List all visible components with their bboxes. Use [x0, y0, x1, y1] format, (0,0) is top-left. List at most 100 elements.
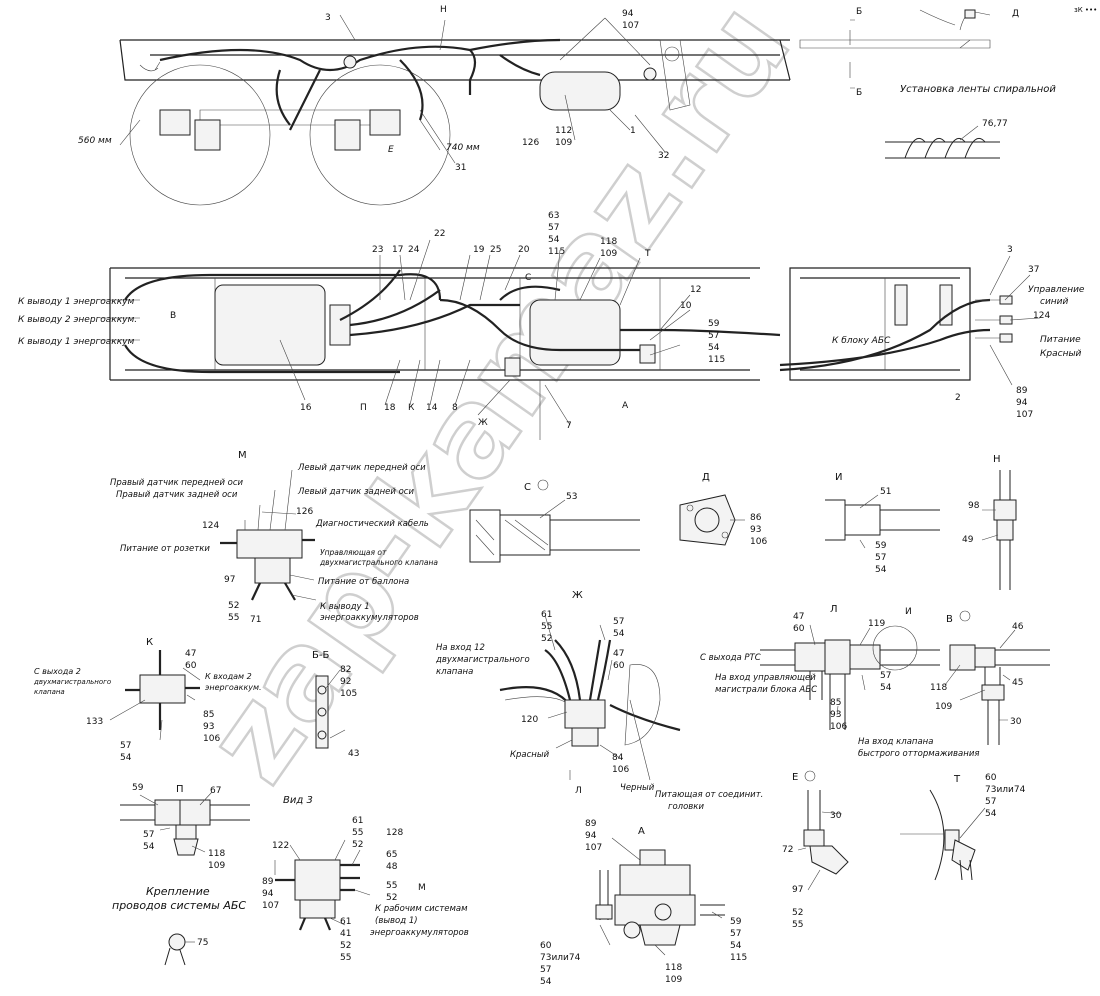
view-l: Л С выхода РТС На вход управляющей магис… — [700, 604, 979, 759]
callout: 75 — [197, 938, 208, 948]
spiral-title: Установка ленты спиральной — [900, 84, 1056, 95]
callout: 47 — [613, 649, 624, 659]
callout: 52 — [340, 941, 351, 951]
callout: 30 — [830, 811, 842, 821]
callout: 118 — [930, 683, 947, 693]
k-label: С выхода 2 — [34, 667, 81, 676]
callout: 43 — [348, 749, 359, 759]
view-m: М Правый датчик передней оси Правый датч… — [110, 450, 438, 625]
dimension-label: 740 мм — [446, 143, 480, 153]
view-bb: Б-Б 82 92 105 43 Вид 3 — [283, 650, 359, 806]
view-d: Д 86 93 106 — [679, 472, 767, 547]
m-label: Управляющая от — [320, 548, 387, 557]
callout: 76,77 — [982, 119, 1008, 129]
callout: 71 — [250, 615, 261, 625]
callout: 60 — [793, 624, 805, 634]
view-letter: А — [638, 826, 645, 837]
view-letter: Д — [1012, 9, 1019, 19]
k-label: клапана — [34, 688, 65, 696]
callout: 55 — [386, 881, 397, 891]
callout: 57 — [730, 929, 741, 939]
abs-mount-title: проводов системы АБС — [112, 899, 246, 912]
callout: Т — [644, 249, 651, 259]
callout: 128 — [386, 828, 403, 838]
view-letter: К — [146, 637, 153, 648]
view-v: В 46 45 118 109 30 — [930, 610, 1050, 745]
plan-view: В К выводу 1 энергоаккум К выводу 2 энер… — [18, 211, 1085, 440]
view-letter: В — [946, 614, 953, 625]
k-label: энергоаккум. — [205, 683, 262, 692]
callout: 59 — [132, 783, 144, 793]
callout: 30 — [1010, 717, 1022, 727]
callout: 67 — [210, 786, 221, 796]
callout: 61 — [352, 816, 363, 826]
m-label: энергоаккумуляторов — [320, 613, 419, 623]
m-label: К выводу 1 — [320, 602, 370, 612]
callout: 82 — [340, 665, 351, 675]
callout: 97 — [792, 885, 803, 895]
callout: 93 — [203, 722, 214, 732]
callout: 122 — [272, 841, 289, 851]
callout: 124 — [1033, 311, 1050, 321]
callout: 23 — [372, 245, 383, 255]
callout: 57 — [708, 331, 719, 341]
dimension-label: 560 мм — [78, 136, 112, 146]
callout: 3 — [1007, 245, 1013, 255]
l-label: И — [905, 607, 912, 617]
callout: 115 — [708, 355, 725, 365]
callout: 57 — [143, 830, 154, 840]
callout: 54 — [985, 809, 997, 819]
m-label: Питание от розетки — [120, 544, 210, 554]
callout: 47 — [185, 649, 196, 659]
callout: 60 — [185, 661, 197, 671]
callout: 57 — [120, 741, 131, 751]
callout: 60 — [540, 941, 552, 951]
callout: 8 — [452, 403, 458, 413]
callout: 124 — [202, 521, 219, 531]
callout: 54 — [875, 565, 887, 575]
callout: 46 — [1012, 622, 1024, 632]
callout: 65 — [386, 850, 397, 860]
callout: 73или74 — [985, 785, 1026, 795]
callout: 118 — [600, 237, 617, 247]
l-label: На вход клапана — [858, 737, 933, 747]
view-3-valve: 122 61 55 52 128 65 48 89 94 107 55 52 6… — [262, 816, 469, 963]
callout: 52 — [386, 893, 397, 903]
callout: 109 — [600, 249, 617, 259]
callout: 73или74 — [540, 953, 581, 963]
m-label: Правый датчик задней оси — [116, 490, 238, 500]
callout: 54 — [730, 941, 742, 951]
view-letter: Д — [702, 472, 710, 483]
callout: 89 — [1016, 386, 1028, 396]
callout: 118 — [208, 849, 225, 859]
callout: А — [622, 401, 629, 411]
callout: 54 — [880, 683, 892, 693]
view-a: А 89 94 107 60 73или74 57 54 118 109 59 … — [540, 819, 747, 987]
callout: 93 — [750, 525, 761, 535]
view-letter: Л — [830, 604, 838, 615]
callout: 55 — [352, 828, 363, 838]
callout: 59 — [875, 541, 887, 551]
callout: 94 — [622, 9, 634, 19]
view-3-label: К рабочим системам — [375, 904, 468, 914]
callout: 109 — [935, 702, 952, 712]
view-n: Н 98 49 — [962, 454, 1017, 590]
l-label: магистрали блока АБС — [715, 685, 817, 695]
callout: 55 — [792, 920, 803, 930]
callout: 97 — [224, 575, 235, 585]
plan-left-label: К выводу 1 энергоаккум — [18, 297, 134, 307]
view-letter: Т — [953, 774, 961, 785]
m-label: Диагностический кабель — [315, 519, 429, 529]
m-label: двухмагистрального клапана — [319, 558, 438, 567]
callout: 60 — [985, 773, 997, 783]
callout: 16 — [300, 403, 312, 413]
callout: 57 — [613, 617, 624, 627]
callout: 2 — [955, 393, 961, 403]
callout: 52 — [792, 908, 803, 918]
callout: 1 — [630, 126, 636, 136]
zh-label: Черный — [620, 783, 655, 793]
m-label: Левый датчик передней оси — [297, 463, 426, 473]
callout: 61 — [541, 610, 552, 620]
callout: 72 — [782, 845, 793, 855]
callout: 92 — [340, 677, 351, 687]
